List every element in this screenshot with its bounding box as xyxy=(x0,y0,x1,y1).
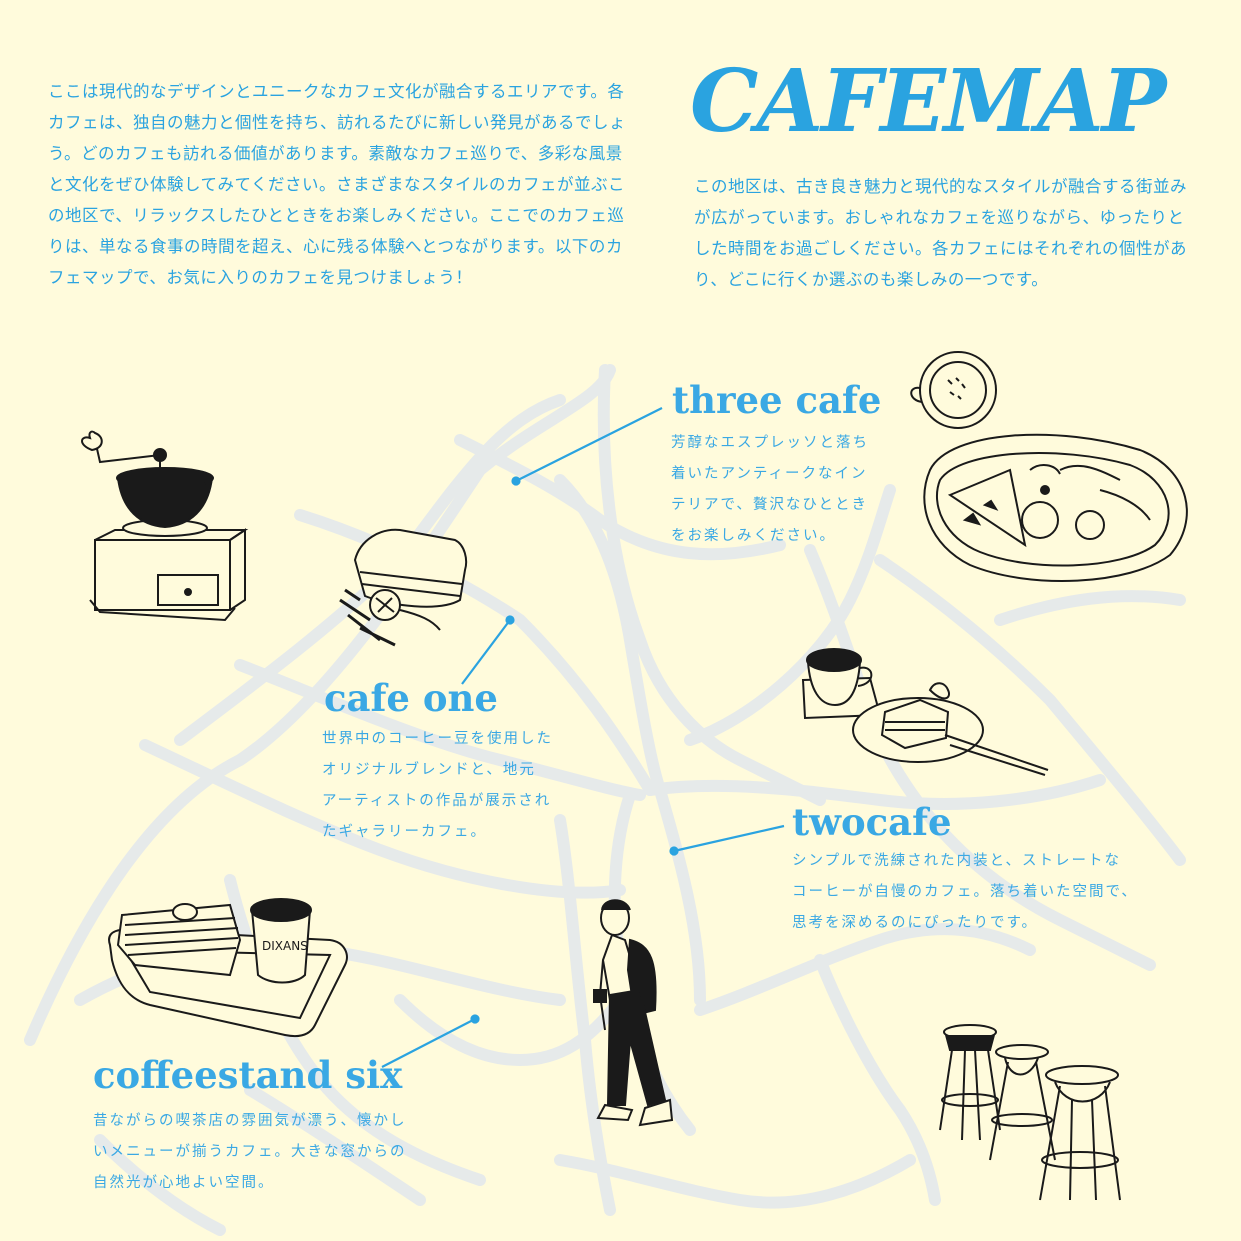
cafe-desc-line: たギャラリーカフェ。 xyxy=(322,824,487,840)
intro-right-paragraph: この地区は、古き良き魅力と現代的なスタイルが融合する街並みが広がっています。おし… xyxy=(694,177,1187,289)
cafe-desc-line: 着いたアンティークなイン xyxy=(671,466,868,482)
cafe-desc-one: 世界中のコーヒー豆を使用した オリジナルブレンドと、地元 アーティストの作品が展… xyxy=(322,724,553,848)
cafe-desc-line: オリジナルブレンドと、地元 xyxy=(322,762,536,778)
coffee-grinder-icon xyxy=(81,430,249,622)
cafe-desc-six: 昔ながらの喫茶店の雰囲気が漂う、懐かし いメニューが揃うカフェ。大きな窓からの … xyxy=(93,1106,407,1199)
cafe-desc-line: 思考を深めるのにぴったりです。 xyxy=(792,915,1039,931)
cafe-desc-line: 芳醇なエスプレッソと落ち xyxy=(671,435,869,451)
cake-icon xyxy=(339,528,468,647)
svg-text:DIXANS: DIXANS xyxy=(262,939,308,953)
cafe-desc-two: シンプルで洗練された内装と、ストレートな コーヒーが自慢のカフェ。落ち着いた空間… xyxy=(792,846,1138,939)
coffee-and-toast-icon xyxy=(801,648,1049,776)
toast-and-coffee-tray-icon: DIXANS xyxy=(108,898,348,1038)
leader-lines xyxy=(381,407,785,1068)
cafe-desc-line: アーティストの作品が展示され xyxy=(322,793,552,809)
cafe-desc-line: シンプルで洗練された内装と、ストレートな xyxy=(792,853,1121,869)
salad-plate-icon xyxy=(923,433,1188,582)
walking-person-icon xyxy=(593,899,674,1127)
page-title: CAFEMAP xyxy=(690,51,1166,152)
cafe-desc-line: をお楽しみください。 xyxy=(671,528,836,544)
cafe-desc-line: 世界中のコーヒー豆を使用した xyxy=(322,731,553,747)
cafe-name-one: cafe one xyxy=(324,676,498,720)
cafe-desc-line: 自然光が心地よい空間。 xyxy=(93,1175,275,1191)
intro-left-paragraph: ここは現代的なデザインとユニークなカフェ文化が融合するエリアです。各カフェは、独… xyxy=(48,82,626,287)
cafe-desc-line: コーヒーが自慢のカフェ。落ち着いた空間で、 xyxy=(792,884,1138,900)
cafe-desc-line: テリアで、贅沢なひととき xyxy=(671,497,868,513)
cafe-name-six: coffeestand six xyxy=(93,1053,403,1097)
cafe-name-three: three cafe xyxy=(672,378,882,422)
roads xyxy=(24,364,1186,1236)
latte-icon xyxy=(910,351,997,429)
bar-stools-icon xyxy=(939,1024,1121,1201)
cafe-desc-line: いメニューが揃うカフェ。大きな窓からの xyxy=(93,1144,407,1160)
cafe-name-two: twocafe xyxy=(792,800,952,844)
cafe-desc-line: 昔ながらの喫茶店の雰囲気が漂う、懐かし xyxy=(93,1113,407,1129)
cafe-desc-three: 芳醇なエスプレッソと落ち 着いたアンティークなイン テリアで、贅沢なひととき を… xyxy=(671,428,869,552)
